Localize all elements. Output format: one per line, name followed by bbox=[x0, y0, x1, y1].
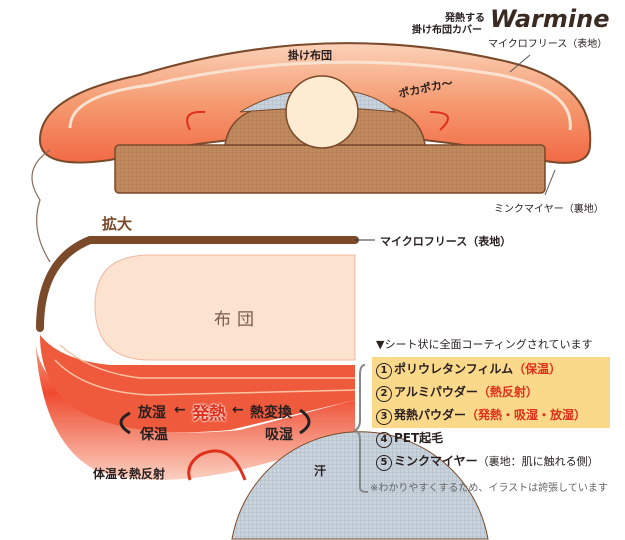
coating-layers-inner bbox=[40, 335, 355, 433]
coating-layers bbox=[35, 335, 355, 480]
cycle-arrow-icon bbox=[119, 408, 311, 435]
inner-fabric-label: ミンクマイヤー（裏地） bbox=[494, 204, 604, 215]
bracket bbox=[352, 364, 369, 493]
sweat-label: 汗 bbox=[314, 464, 327, 478]
absorb-moisture: 吸湿 bbox=[265, 427, 293, 443]
person-head bbox=[285, 75, 359, 149]
futon-shape bbox=[94, 254, 356, 361]
zoom-label: 拡大 bbox=[102, 215, 133, 233]
retain-heat: 保温 bbox=[140, 427, 168, 443]
comforter-label: 掛け布団 bbox=[288, 49, 332, 62]
leader-line bbox=[509, 54, 531, 73]
micro-fleece-layer bbox=[36, 236, 359, 332]
zoom-pointer-line bbox=[31, 149, 51, 263]
heat-conversion: 熱変換 bbox=[250, 405, 292, 421]
brand-tagline-1: 発熱する bbox=[445, 13, 485, 24]
release-moisture: 放湿 bbox=[138, 405, 166, 421]
reflect-heat-label: 体温を熱反射 bbox=[93, 467, 166, 481]
mattress bbox=[114, 144, 546, 194]
outer-fabric-label: マイクロフリース（表地） bbox=[488, 39, 608, 50]
zoom-outer-fabric-label: マイクロフリース（表地） bbox=[380, 235, 512, 248]
brand-tagline-2: 掛け布団カバー bbox=[412, 25, 482, 36]
heat-generation: 発熱 bbox=[192, 404, 226, 424]
layers-heading: ▼シート状に全面コーティングされています bbox=[376, 338, 593, 351]
warm-air-arrow-icon bbox=[186, 110, 449, 131]
reflect-arrow-icon bbox=[187, 449, 247, 481]
futon-label: 布団 bbox=[214, 310, 260, 330]
leader-line bbox=[544, 169, 556, 196]
arrow-left-icon: ← bbox=[174, 402, 186, 418]
arrow-left-icon: ← bbox=[232, 402, 244, 418]
note: ※わかりやすくするため、イラストは誇張しています bbox=[370, 483, 608, 494]
highlight-box bbox=[372, 357, 610, 428]
brand-logo: Warmine bbox=[490, 5, 610, 33]
